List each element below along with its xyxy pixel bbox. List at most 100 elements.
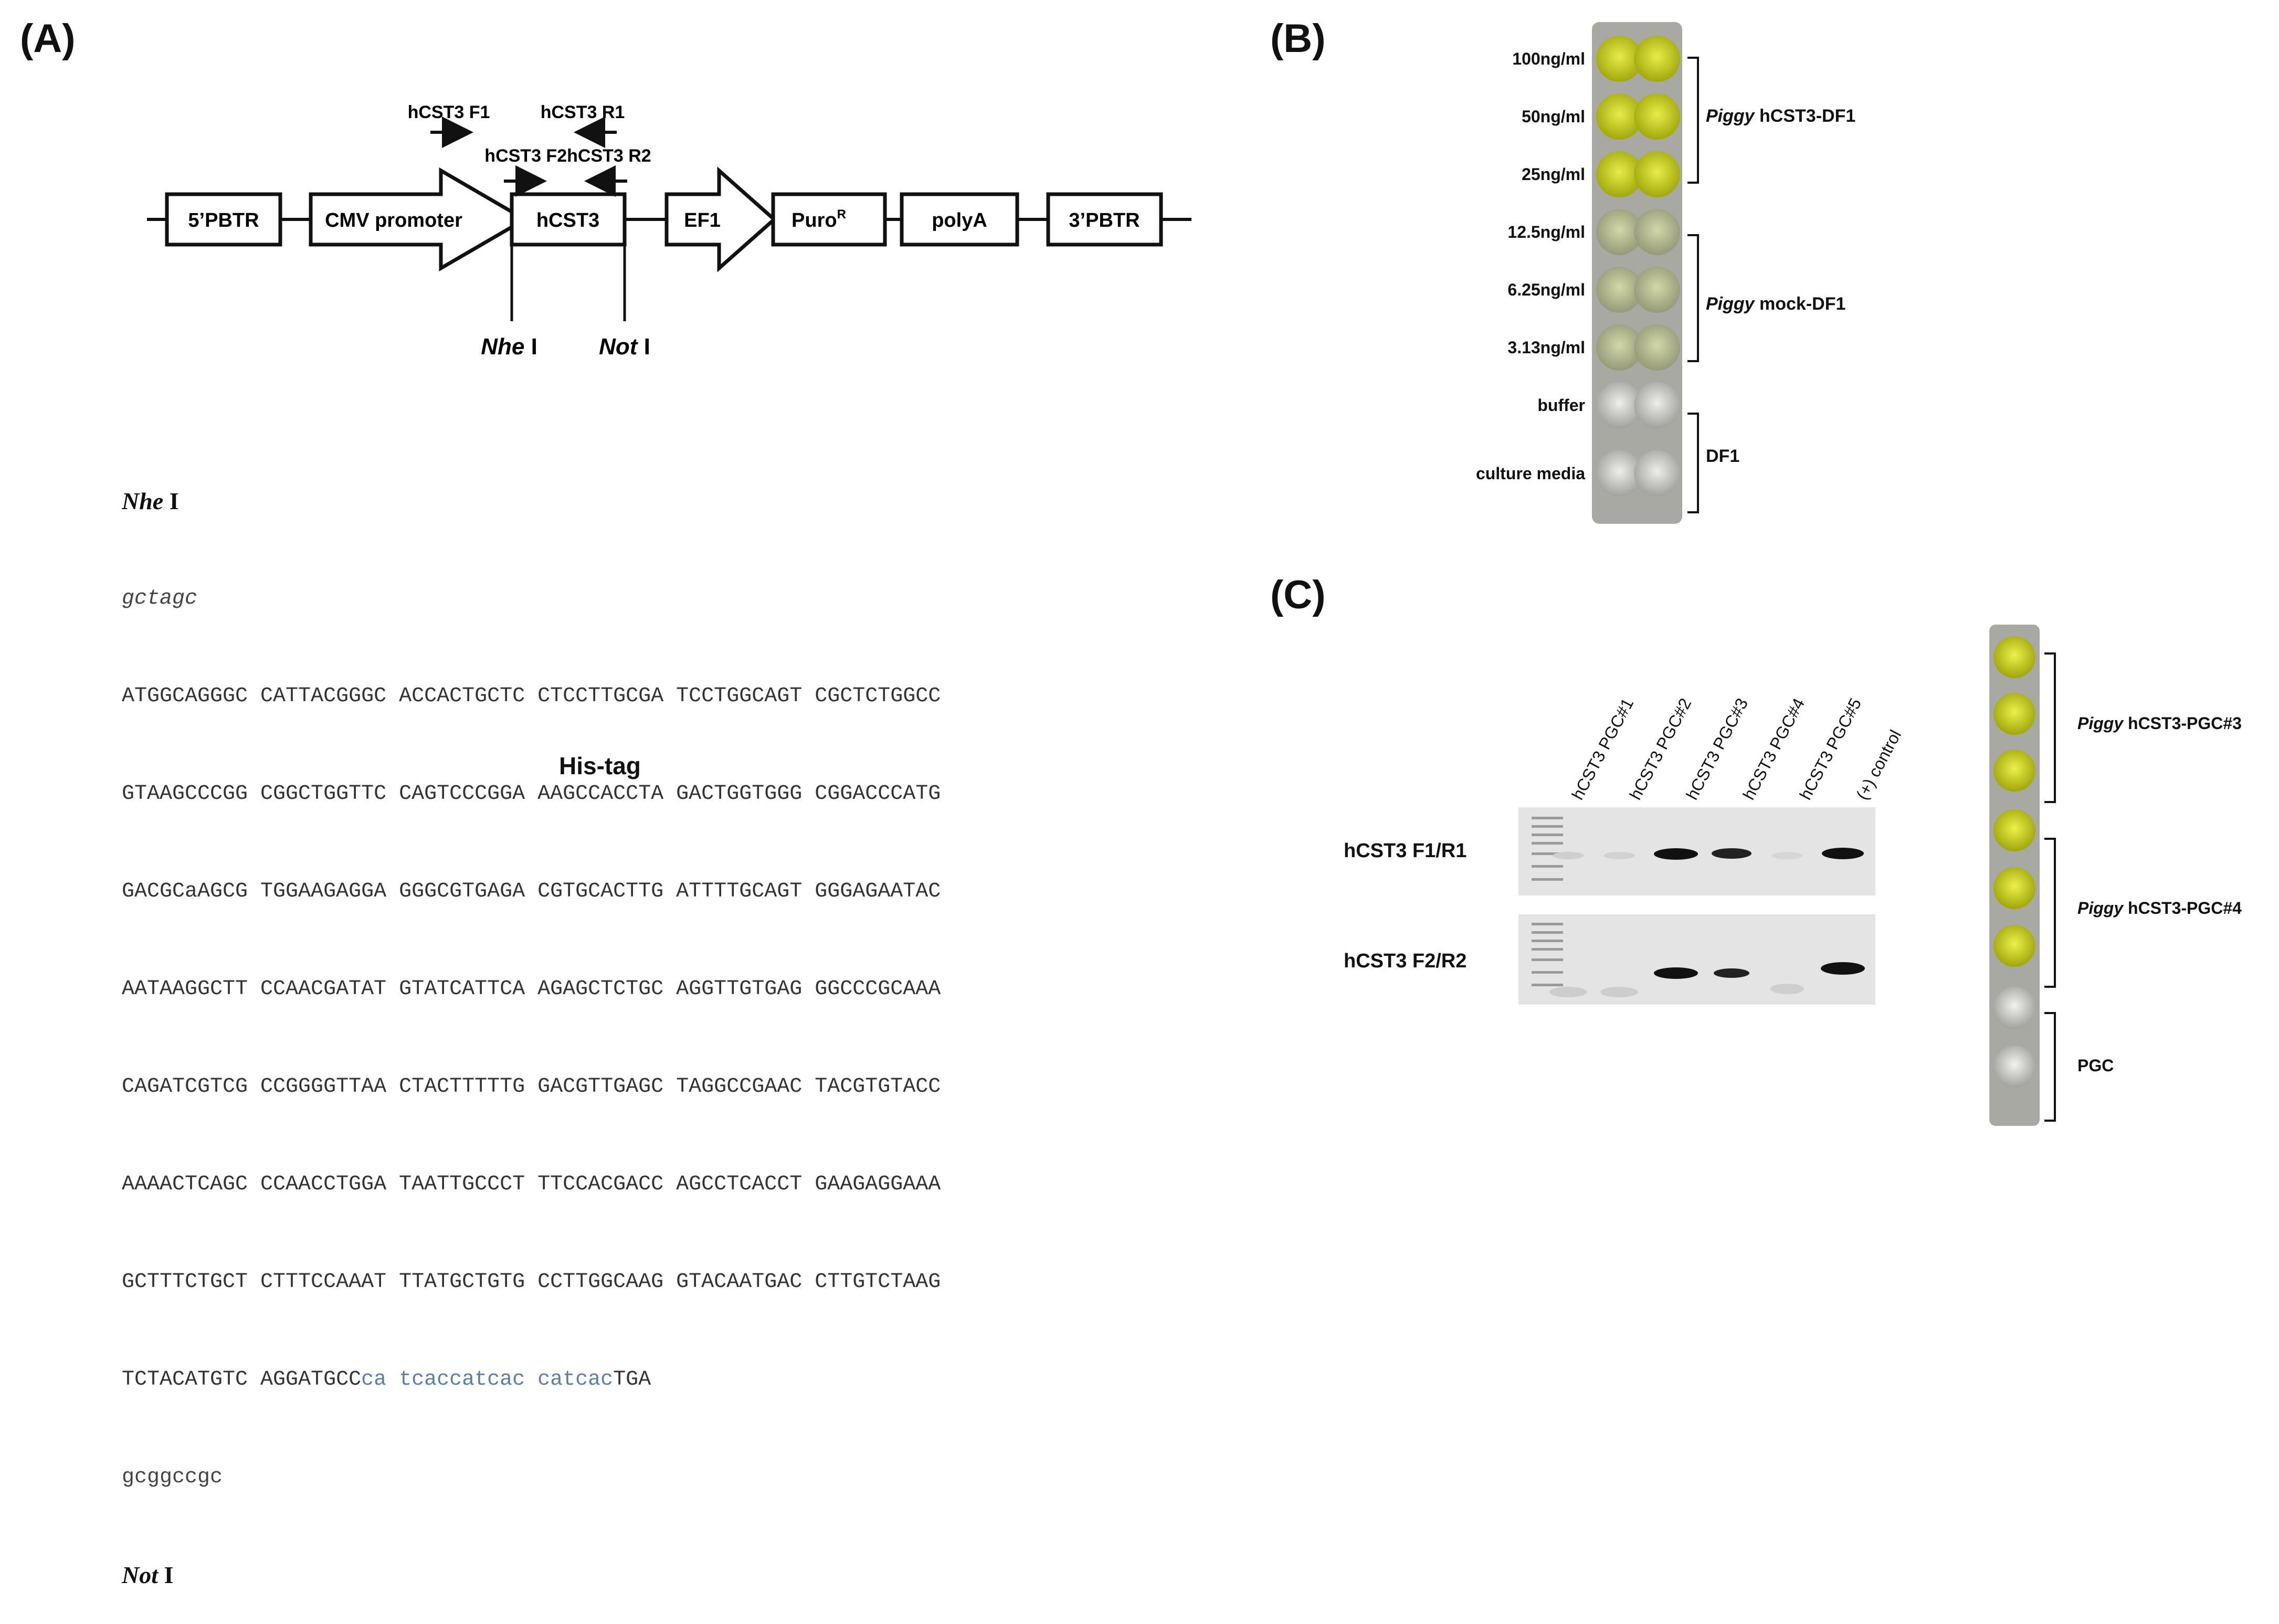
box-3pbtr [1046, 192, 1163, 247]
seq-line: CAGATCGTCG CCGGGGTTAA CTACTTTTTG GACGTTG… [122, 1075, 941, 1099]
box-cmv-promoter [309, 167, 529, 272]
seq-line: ATGGCAGGGC CATTACGGGC ACCACTGCTC CTCCTTG… [122, 684, 941, 708]
well [1634, 324, 1680, 371]
panel-label-c: (C) [1270, 573, 1326, 617]
gel-band [1822, 848, 1864, 859]
conc-label: buffer [1537, 396, 1585, 415]
gel-band [1712, 848, 1752, 859]
conc-label: culture media [1475, 464, 1585, 483]
group-brackets-c [2044, 652, 2056, 1122]
well [1993, 1046, 2035, 1088]
well [1596, 324, 1642, 371]
well [1596, 267, 1642, 313]
well [1993, 987, 2035, 1029]
elisa-wells-c [1993, 636, 2035, 1088]
lane-label: hCST3 PGC#1 [1568, 695, 1638, 803]
seq-line: GTAAGCCCGG CGGCTGGTTC CAGTCCCGGA AAGCCAC… [122, 782, 941, 806]
conc-label: 50ng/ml [1522, 107, 1585, 126]
gel-band-faint [1770, 984, 1804, 994]
well [1634, 382, 1680, 428]
not-site-label: Not I [599, 334, 650, 360]
primer-f1-label: hCST3 F1 [408, 102, 490, 122]
well [1634, 93, 1680, 140]
wells-greenish [1596, 209, 1680, 371]
label-cmv: CMV promoter [325, 209, 462, 231]
lane-label: hCST3 PGC#3 [1682, 695, 1752, 803]
box-hcst3 [510, 192, 627, 247]
well [1634, 209, 1680, 255]
group-brackets-b [1687, 57, 1699, 513]
his-tag-label: His-tag [559, 752, 641, 779]
gel-image-f2r2 [1518, 914, 1875, 1005]
label-5pbtr: 5’PBTR [188, 209, 259, 231]
gel-row-label: hCST3 F2/R2 [1344, 950, 1467, 972]
seq-line: AAAACTCAGC CCAACCTGGA TAATTGCCCT TTCCACG… [122, 1173, 941, 1196]
group-label-df1: DF1 [1706, 446, 1740, 466]
conc-label: 3.13ng/ml [1507, 338, 1585, 357]
well [1993, 867, 2035, 909]
well [1634, 267, 1680, 313]
gel-lane-labels: hCST3 PGC#1 hCST3 PGC#2 hCST3 PGC#3 hCST… [1564, 695, 1963, 803]
group-label-pgc: PGC [2077, 1056, 2114, 1075]
well [1596, 382, 1642, 428]
group-label-pgc3: Piggy hCST3-PGC#3 [2077, 714, 2242, 733]
conc-label: 100ng/ml [1512, 49, 1585, 68]
group-label-hcst3-df1: Piggy hCST3-DF1 [1706, 106, 1856, 126]
label-puro: PuroR [792, 207, 846, 231]
conc-label: 6.25ng/ml [1507, 280, 1585, 299]
label-hcst3: hCST3 [536, 209, 599, 231]
not-label: Not I [122, 1562, 174, 1588]
lane-label: hCST3 PGC#4 [1739, 695, 1809, 803]
wells-yellow [1596, 36, 1680, 197]
box-ef1 [664, 166, 777, 272]
gel-band [1654, 848, 1698, 860]
gel-band [1714, 968, 1749, 978]
not-site-seq: gcggccgc [122, 1465, 223, 1489]
conc-label: 25ng/ml [1522, 165, 1585, 184]
nhe-site-label: Nhe I [481, 334, 537, 360]
gel-band-faint [1771, 852, 1803, 859]
conc-label: 12.5ng/ml [1507, 223, 1585, 241]
elisa-strip-b [1592, 22, 1682, 524]
well [1634, 450, 1680, 497]
seq-line: AATAAGGCTT CCAACGATAT GTATCATTCA AGAGCTC… [122, 977, 941, 1001]
label-3pbtr: 3’PBTR [1069, 209, 1140, 231]
gel-band-faint [1603, 852, 1635, 859]
lane-label: hCST3 PGC#5 [1796, 695, 1865, 803]
gel-band [1821, 962, 1865, 975]
lane-label: (+) control [1852, 726, 1905, 803]
group-label-pgc4: Piggy hCST3-PGC#4 [2077, 899, 2242, 918]
construct-map: 5’PBTR CMV promoter hCST3 EF1 PuroR poly… [147, 102, 1191, 360]
gel-row-label: hCST3 F1/R1 [1344, 840, 1467, 862]
wells-clear [1596, 382, 1680, 497]
well [1993, 693, 2035, 735]
well [1596, 36, 1642, 82]
well [1634, 151, 1680, 197]
group-label-mock-df1: Piggy mock-DF1 [1706, 294, 1846, 314]
primer-f2r2-label: hCST3 F2hCST3 R2 [484, 146, 651, 166]
well [1634, 36, 1680, 82]
lane-label: hCST3 PGC#2 [1626, 695, 1695, 803]
elisa-wells-b [1596, 36, 1680, 497]
well [1993, 925, 2035, 967]
sequence-block: Nhe I gctagc ATGGCAGGGC CATTACGGGC ACCAC… [122, 420, 941, 1624]
gel-band-faint [1553, 852, 1584, 859]
well [1993, 750, 2035, 792]
panel-label-b: (B) [1270, 16, 1326, 61]
primer-r1-label: hCST3 R1 [541, 102, 625, 122]
box-polya [900, 192, 1019, 247]
box-puror [771, 192, 887, 247]
gel-band-faint [1549, 987, 1587, 997]
gel-image-f1r1 [1518, 807, 1875, 895]
label-ef1: EF1 [684, 209, 721, 231]
gel-band-faint [1600, 987, 1638, 997]
panel-label-a: (A) [20, 16, 76, 61]
gel-band [1654, 967, 1698, 979]
nhe-label: Nhe I [122, 488, 179, 514]
seq-line-last: TCTACATGTC AGGATGCCca tcaccatcac catcacT… [122, 1368, 651, 1391]
seq-line: GACGCaAGCG TGGAAGAGGA GGGCGTGAGA CGTGCAC… [122, 880, 941, 903]
elisa-strip-c [1989, 625, 2040, 1126]
well [1596, 151, 1642, 197]
well [1596, 209, 1642, 255]
box-5pbtr [165, 192, 282, 247]
